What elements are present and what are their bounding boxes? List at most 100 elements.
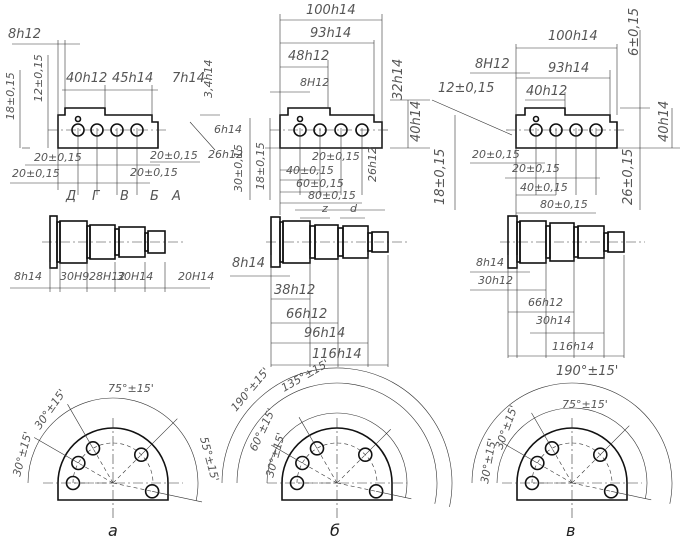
panel-b-shaft-labels: 8h14 38h12 66h12 96h14 116h14 bbox=[232, 256, 362, 362]
section-letter: Д bbox=[65, 189, 76, 204]
section-letter: В bbox=[120, 189, 129, 204]
dim-label: 66h12 bbox=[286, 307, 327, 322]
dim-label: 8h12 bbox=[8, 27, 41, 42]
dim-label: 40h12 bbox=[66, 71, 107, 86]
dim-label: d bbox=[350, 202, 358, 215]
dim-label: 20±0,15 bbox=[312, 150, 360, 163]
dim-label: 20±0,15 bbox=[34, 151, 82, 164]
extension-line bbox=[141, 418, 178, 455]
bolt-circle bbox=[296, 442, 378, 484]
panel-caption-b: б bbox=[330, 521, 340, 540]
section-letter: А bbox=[171, 189, 181, 204]
dim-label: 7h14 bbox=[172, 71, 205, 86]
drawing-line bbox=[431, 99, 513, 136]
angle-label: 75°±15' bbox=[108, 382, 154, 395]
angle-label: 30°±15' bbox=[478, 437, 499, 484]
dim-label: 40h14 bbox=[409, 101, 424, 142]
panel-c-flange bbox=[516, 427, 628, 501]
angle-label: 75°±15' bbox=[562, 398, 608, 411]
dim-label: 28H12 bbox=[89, 270, 125, 283]
dim-label: 6h14 bbox=[214, 123, 242, 136]
panel-b-angle-labels: 190°±15' 135°±15' 60°±15' 30°±15' б bbox=[228, 357, 340, 540]
dim-label: 12±0,15 bbox=[438, 81, 494, 96]
bolt-hole bbox=[603, 484, 619, 499]
pin-mark bbox=[296, 115, 304, 123]
bolt-hole bbox=[592, 447, 608, 463]
dim-label: 38h12 bbox=[274, 283, 315, 298]
dim-label: 30h14 bbox=[536, 314, 571, 327]
dim-label: 18±0,15 bbox=[4, 72, 17, 120]
panel-a-flange bbox=[57, 427, 169, 501]
bolt-hole bbox=[524, 475, 540, 491]
extension-line bbox=[600, 425, 630, 455]
dim-label: 32h14 bbox=[391, 59, 406, 100]
extension-line bbox=[501, 442, 538, 464]
dim-label: 20±0,15 bbox=[12, 167, 60, 180]
bolt-hole bbox=[289, 475, 305, 491]
bolt-hole bbox=[368, 484, 384, 499]
extension-line bbox=[67, 404, 94, 449]
dim-label: 96h14 bbox=[304, 326, 345, 341]
bolt-hole bbox=[65, 475, 81, 491]
dim-label: 40h12 bbox=[526, 84, 567, 99]
angle-dimension-arc bbox=[496, 407, 648, 499]
dim-label: 40±0,15 bbox=[286, 164, 334, 177]
section-letter: Г bbox=[92, 189, 101, 204]
dim-label: 3,4h14 bbox=[202, 60, 215, 98]
bolt-hole bbox=[144, 484, 160, 499]
extension-line bbox=[152, 491, 203, 503]
pin-mark bbox=[532, 115, 540, 123]
dim-label: 100h14 bbox=[548, 29, 598, 44]
bolt-hole bbox=[295, 455, 310, 471]
dim-label: 80±0,15 bbox=[308, 189, 356, 202]
dim-label: 30h12 bbox=[478, 274, 513, 287]
dim-label: 12±0,15 bbox=[32, 54, 45, 102]
angle-dimension-arc bbox=[236, 382, 438, 504]
panel-a-angle-labels: 75°±15' 30°±15' 30°±15' 55°±15' а bbox=[10, 382, 221, 540]
panel-c-plate-labels: 100h14 8H12 93h14 40h12 6±0,15 12±0,15 4… bbox=[433, 8, 672, 211]
dim-label: 30H9 bbox=[60, 270, 89, 283]
angle-label: 190°±15' bbox=[556, 364, 618, 379]
angle-label: 30°±15' bbox=[10, 430, 34, 478]
panel-c-shaft-step bbox=[607, 231, 625, 253]
dim-label: 66h12 bbox=[528, 296, 563, 309]
dim-label: 8h14 bbox=[14, 270, 42, 283]
angle-label: 135°±15' bbox=[279, 357, 331, 395]
dim-label: 20±0,15 bbox=[130, 166, 178, 179]
dim-label: 20±0,15 bbox=[512, 162, 560, 175]
dim-label: 8H12 bbox=[475, 57, 510, 72]
bolt-hole bbox=[544, 441, 560, 456]
dim-label: 48h12 bbox=[288, 49, 329, 64]
dim-label: 93h14 bbox=[310, 26, 351, 41]
panel-caption-c: в bbox=[566, 521, 575, 540]
extension-line bbox=[531, 412, 553, 449]
dim-label: 45h14 bbox=[112, 71, 153, 86]
dim-label: 20±0,15 bbox=[150, 149, 198, 162]
panel-b-flange bbox=[281, 427, 393, 501]
angle-label: 55°±15' bbox=[197, 435, 221, 483]
dim-label: 26h12 bbox=[366, 147, 379, 182]
dim-label: 80±0,15 bbox=[540, 198, 588, 211]
dim-label: 18±0,15 bbox=[254, 142, 267, 190]
panel-c-angle-labels: 190°±15' 75°±15' 30°±15' 30°±15' в bbox=[478, 364, 618, 540]
bolt-hole bbox=[530, 455, 545, 471]
dim-label: 30H14 bbox=[117, 270, 153, 283]
panel-b-shaft-step bbox=[371, 231, 389, 253]
dim-label: 40±0,15 bbox=[520, 181, 568, 194]
dim-label: 8H12 bbox=[300, 76, 329, 89]
angle-label: 30°±15' bbox=[263, 431, 287, 479]
dim-label: 116h14 bbox=[552, 340, 594, 353]
dim-label: 30±0,15 bbox=[232, 144, 245, 192]
dim-label: 116h14 bbox=[312, 347, 362, 362]
panel-a-plate bbox=[57, 107, 159, 149]
panel-a-plate-labels: 8h12 40h12 45h14 7h14 3,4h14 18±0,15 12±… bbox=[4, 27, 243, 204]
dim-label: 100h14 bbox=[306, 3, 356, 18]
dim-label: 8h14 bbox=[232, 256, 265, 271]
angle-dimension-arc bbox=[266, 412, 408, 498]
bolt-circle bbox=[72, 442, 154, 484]
dim-label: z bbox=[321, 202, 328, 215]
dim-label: 26±0,15 bbox=[621, 149, 636, 205]
bolt-hole bbox=[357, 447, 373, 463]
panel-a-shaft-step bbox=[147, 230, 166, 254]
panel-c-plate bbox=[515, 107, 618, 149]
